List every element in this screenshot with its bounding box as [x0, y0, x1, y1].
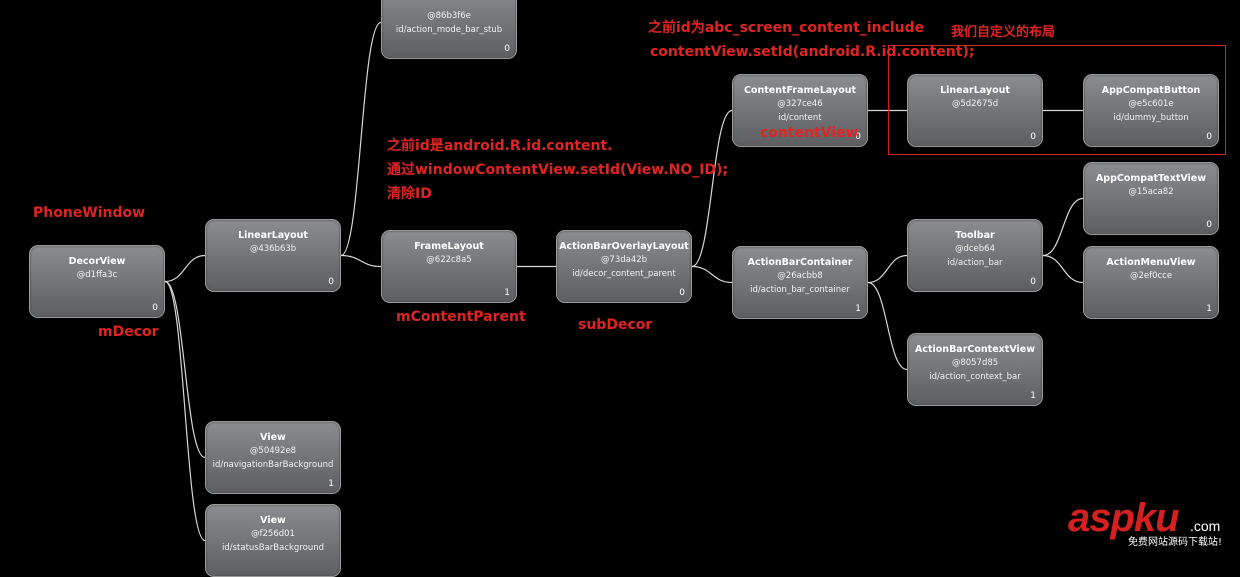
node-hash: @f256d01 [251, 529, 295, 539]
node-child-index: 0 [1206, 132, 1212, 142]
node-class-name: LinearLayout [940, 85, 1010, 96]
node-hash: @8057d85 [951, 358, 999, 368]
node-child-index: 1 [328, 479, 334, 489]
label-content-view: contentView [760, 125, 859, 141]
node-resource-id: id/action_bar [947, 258, 1003, 268]
node-framelayout[interactable]: FrameLayout @622c8a5 1 [381, 230, 517, 303]
node-hash: @e5c601e [1128, 99, 1174, 109]
edge-decorview-to-view-statusbar [164, 280, 206, 542]
edge-actionbarcontainer-to-actionbarcontextview [867, 281, 908, 371]
label-m-decor: mDecor [98, 324, 159, 340]
node-actionbarcontextview[interactable]: ActionBarContextView @8057d85 id/action_co… [907, 333, 1043, 406]
node-child-index: 0 [328, 277, 334, 287]
node-hash: @622c8a5 [426, 255, 472, 265]
node-class-name: AppCompatTextView [1095, 173, 1207, 184]
edge-toolbar-to-actionmenuview [1042, 254, 1084, 284]
edge-actionbaroverlaylayout-to-contentframelayout [691, 109, 733, 268]
node-child-index: 0 [855, 132, 861, 142]
top-note-line-2: contentView.setId(android.R.id.content); [650, 44, 975, 60]
node-child-index: 0 [1030, 132, 1036, 142]
node-hash: @73da42b [600, 255, 648, 265]
node-child-index: 0 [1030, 277, 1036, 287]
top-note-line-1: 之前id为abc_screen_content_include [648, 20, 925, 36]
node-view-navbar[interactable]: View @50492e8 id/navigationBarBackground 1 [205, 421, 341, 494]
node-child-index: 1 [504, 288, 510, 298]
note-line-3: 清除ID [387, 186, 432, 202]
node-decorview[interactable]: DecorView @d1ffa3c 0 [29, 245, 165, 318]
node-resource-id: id/action_context_bar [929, 372, 1021, 382]
node-actionmenuview[interactable]: ActionMenuView @2ef0cce 1 [1083, 246, 1219, 319]
node-class-name: ContentFrameLayout [743, 85, 857, 96]
node-hash: @5d2675d [951, 99, 999, 109]
edge-toolbar-to-appcompattextview [1042, 197, 1084, 257]
node-actionbarcontainer[interactable]: ActionBarContainer @26acbb8 id/action_bar_… [732, 246, 868, 319]
node-hash: @86b3f6e [427, 11, 471, 21]
node-child-index: 1 [1030, 391, 1036, 401]
edge-actionbaroverlaylayout-to-actionbarcontainer [691, 265, 733, 284]
edge-decorview-to-view-navbar [164, 280, 206, 459]
edge-actionbarcontainer-to-toolbar [867, 254, 908, 284]
node-resource-id: id/action_mode_bar_stub [395, 25, 503, 35]
node-hash: @2ef0cce [1129, 271, 1173, 281]
node-child-index: 0 [679, 288, 685, 298]
node-class-name: View [260, 515, 286, 526]
node-child-index: 0 [504, 44, 510, 54]
node-child-index: 0 [152, 303, 158, 313]
node-class-name: ActionMenuView [1106, 257, 1196, 268]
edge-linearlayout-root-to-viewstub-top [340, 21, 382, 257]
node-child-index: 1 [855, 304, 861, 314]
edge-linearlayout-root-to-framelayout [340, 254, 382, 268]
node-class-name: View [260, 432, 286, 443]
node-hash: @15aca82 [1128, 187, 1174, 197]
node-resource-id: id/content [778, 113, 822, 123]
label-sub-decor: subDecor [578, 317, 653, 333]
node-hash: @d1ffa3c [76, 270, 118, 280]
node-class-name: FrameLayout [414, 241, 484, 252]
node-resource-id: id/decor_content_parent [572, 269, 676, 279]
node-resource-id: id/navigationBarBackground [212, 460, 334, 470]
node-toolbar[interactable]: Toolbar @dceb64 id/action_bar 0 [907, 219, 1043, 292]
node-class-name: ActionBarContainer [747, 257, 853, 268]
label-m-content-parent: mContentParent [396, 309, 526, 325]
custom-layout-highlight-box [888, 45, 1226, 155]
node-hash: @dceb64 [954, 244, 995, 254]
node-linearlayout-root[interactable]: LinearLayout @436b63b 0 [205, 219, 341, 292]
node-hash: @26acbb8 [777, 271, 823, 281]
note-line-1: 之前id是android.R.id.content. [387, 138, 613, 154]
node-class-name: Toolbar [955, 230, 995, 241]
node-child-index: 0 [1206, 220, 1212, 230]
node-child-index: 1 [1206, 304, 1212, 314]
label-phone-window: PhoneWindow [33, 205, 146, 221]
node-class-name: LinearLayout [238, 230, 308, 241]
connector-lines [164, 21, 1084, 542]
node-contentframelayout[interactable]: ContentFrameLayout @327ce46 id/content 0 [732, 74, 868, 147]
node-hash: @327ce46 [777, 99, 823, 109]
node-appcompattextview[interactable]: AppCompatTextView @15aca82 0 [1083, 162, 1219, 235]
node-view-statusbar[interactable]: View @f256d01 id/statusBarBackground [205, 504, 341, 577]
node-resource-id: id/statusBarBackground [222, 543, 324, 553]
label-custom-layout: 我们自定义的布局 [951, 25, 1056, 40]
edge-decorview-to-linearlayout-root [164, 254, 206, 283]
node-actionbaroverlaylayout[interactable]: ActionBarOverlayLayout @73da42b id/decor_c… [556, 230, 692, 303]
node-class-name: ActionBarContextView [915, 344, 1035, 355]
watermark-brand: aspku [1068, 496, 1180, 540]
watermark-domain: .com [1190, 518, 1221, 534]
node-resource-id: id/dummy_button [1113, 113, 1189, 123]
node-class-name: ActionBarOverlayLayout [559, 241, 689, 252]
node-appcompatbutton[interactable]: AppCompatButton @e5c601e id/dummy_button 0 [1083, 74, 1219, 147]
node-class-name: DecorView [68, 256, 126, 267]
node-class-name: AppCompatButton [1101, 85, 1201, 96]
note-line-2: 通过windowContentView.setId(View.NO_ID); [387, 162, 729, 178]
watermark-tagline: 免费网站源码下载站! [1128, 537, 1223, 548]
node-hash: @436b63b [249, 244, 297, 254]
node-resource-id: id/action_bar_container [750, 285, 850, 295]
node-hash: @50492e8 [249, 446, 297, 456]
node-linearlayout-custom[interactable]: LinearLayout @5d2675d 0 [907, 74, 1043, 147]
